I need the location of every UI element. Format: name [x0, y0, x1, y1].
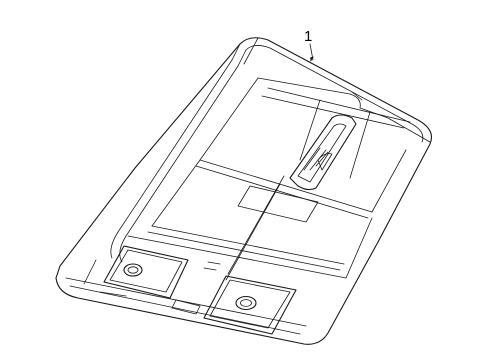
right-map-lamp: [203, 275, 297, 335]
switch-bezel: [289, 114, 357, 191]
callout-arrowhead: [310, 56, 314, 62]
console-housing: [55, 37, 433, 345]
center-slot: [171, 261, 221, 315]
left-map-lamp: [103, 245, 189, 299]
callout-label-1: 1: [304, 28, 312, 45]
